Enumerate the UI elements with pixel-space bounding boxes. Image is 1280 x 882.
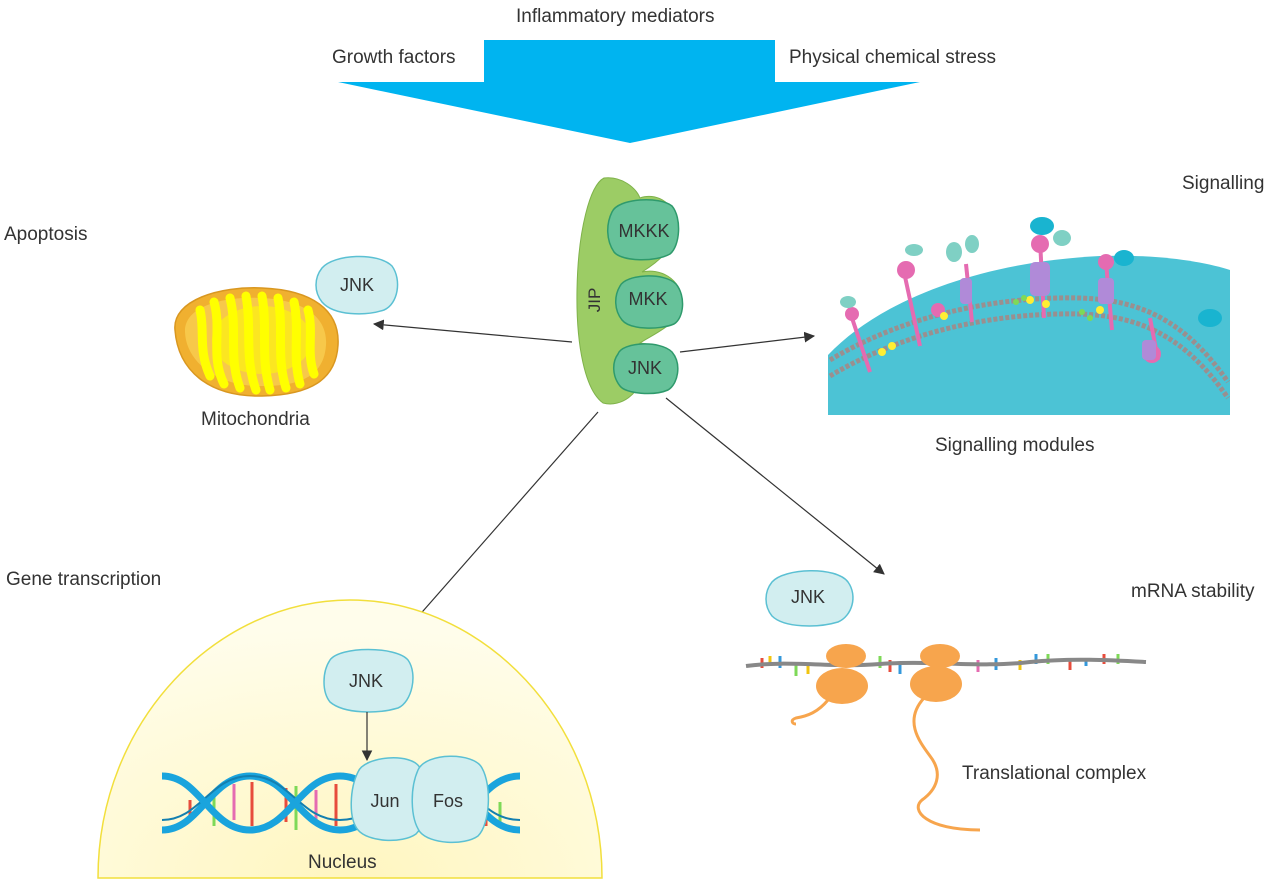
jip-scaffold: JIP MKKK MKK JNK	[576, 177, 684, 405]
mrna-jnk-blob	[765, 570, 854, 627]
jnk-kinase	[613, 343, 679, 395]
mkkk-label: MKKK	[618, 221, 669, 241]
jip-label: JIP	[585, 288, 604, 313]
translational-complex-illustration	[745, 644, 1147, 832]
jnk-kinase-label: JNK	[628, 358, 662, 378]
jun-factor	[350, 757, 428, 842]
nucleus-jnk-blob	[323, 648, 414, 713]
mito-jnk-label: JNK	[340, 275, 374, 295]
mkkk-kinase	[607, 199, 680, 261]
nucleus-illustration	[97, 599, 603, 879]
input-physical-chemical-stress: Physical chemical stress	[789, 47, 996, 68]
input-growth-factors: Growth factors	[332, 47, 456, 68]
fos-factor	[411, 755, 490, 844]
arrow-to-signalling	[679, 331, 816, 353]
nucleus-jnk-label: JNK	[349, 671, 383, 691]
signalling-modules-caption: Signalling modules	[935, 435, 1095, 456]
outcome-apoptosis-title: Apoptosis	[4, 224, 88, 245]
input-inflammatory-mediators: Inflammatory mediators	[516, 6, 715, 27]
mrna-jnk-label: JNK	[791, 587, 825, 607]
nucleus-caption: Nucleus	[308, 852, 377, 873]
outcome-mrna-stability-title: mRNA stability	[1131, 581, 1255, 602]
input-signal-arrow	[338, 40, 920, 143]
signalling-modules-illustration	[828, 217, 1231, 415]
arrow-to-mrna	[665, 397, 885, 575]
mkk-kinase	[615, 275, 684, 329]
mkk-label: MKK	[628, 289, 667, 309]
fos-label: Fos	[433, 791, 463, 811]
outcome-signalling-title: Signalling	[1182, 173, 1265, 194]
mitochondrion-illustration	[174, 287, 339, 397]
outcome-gene-transcription-title: Gene transcription	[6, 569, 162, 590]
translational-complex-caption: Translational complex	[962, 763, 1147, 784]
arrow-to-apoptosis	[372, 319, 573, 343]
mito-jnk-blob	[315, 255, 399, 315]
mitochondria-caption: Mitochondria	[201, 409, 310, 430]
jun-label: Jun	[370, 791, 399, 811]
